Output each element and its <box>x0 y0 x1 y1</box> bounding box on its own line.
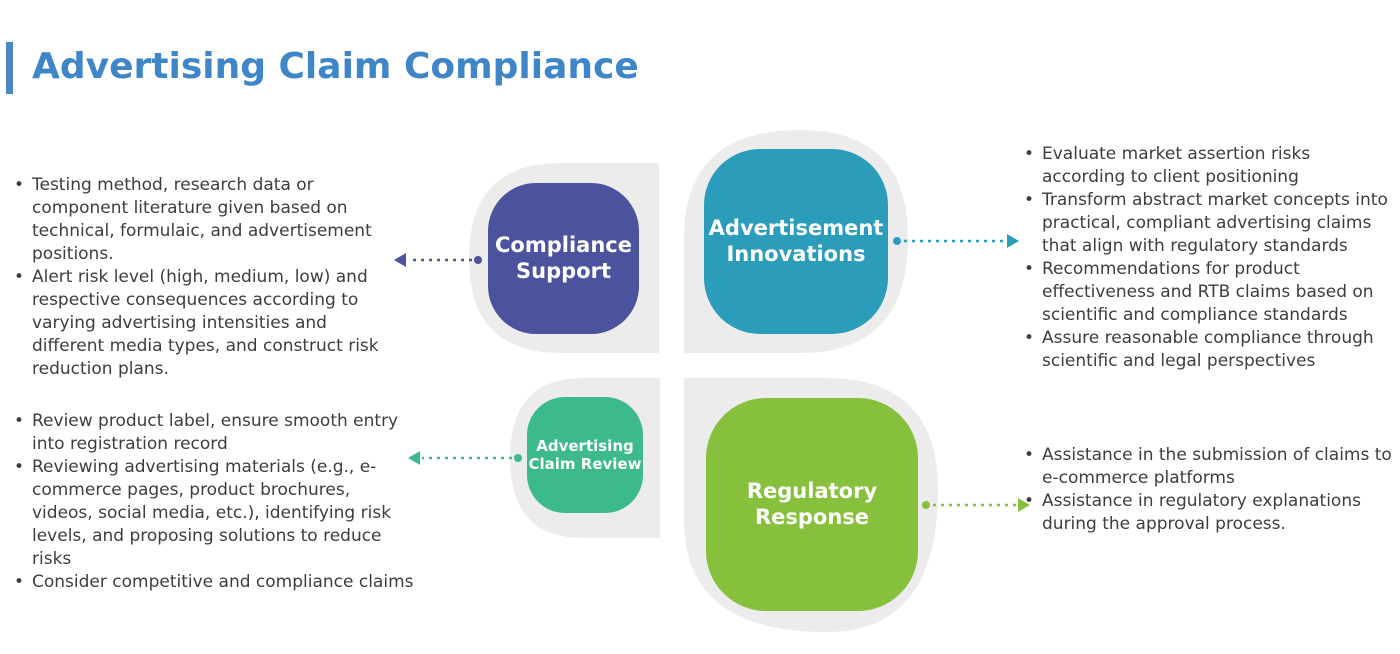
list-item: Alert risk level (high, medium, low) and… <box>14 266 396 381</box>
advertising-claim-review-label: Advertising Claim Review <box>528 437 642 473</box>
advertisement-innovations-tile <box>704 149 888 334</box>
list-item: Testing method, research data or compone… <box>14 174 396 266</box>
advertising-claim-review-list: Review product label, ensure smooth entr… <box>14 410 414 594</box>
list-item: Consider competitive and compliance clai… <box>14 571 414 594</box>
list-item: Review product label, ensure smooth entr… <box>14 410 414 456</box>
advertising-claim-review-tile <box>527 397 643 513</box>
list-item: Assistance in the submission of claims t… <box>1024 444 1396 490</box>
advertisement-innovations-list: Evaluate market assertion risks accordin… <box>1024 143 1396 373</box>
regulatory-response-list: Assistance in the submission of claims t… <box>1024 444 1396 536</box>
regulatory-response-arrow <box>922 498 1030 512</box>
advertisement-innovations-arrow <box>893 234 1019 248</box>
advertising-claim-review-arrow <box>408 451 522 465</box>
list-item: Reviewing advertising materials (e.g., e… <box>14 456 414 571</box>
compliance-support-label: Compliance Support <box>495 233 632 283</box>
compliance-support-arrow <box>394 253 482 267</box>
regulatory-response-tile <box>706 398 918 611</box>
list-item: Assure reasonable compliance through sci… <box>1024 327 1396 373</box>
list-item: Evaluate market assertion risks accordin… <box>1024 143 1396 189</box>
compliance-support-tile <box>488 183 639 334</box>
page-title: Advertising Claim Compliance <box>32 46 639 87</box>
regulatory-response-label: Regulatory Response <box>746 479 878 529</box>
list-item: Recommendations for product effectivenes… <box>1024 258 1396 327</box>
list-item: Assistance in regulatory explanations du… <box>1024 490 1396 536</box>
compliance-support-list: Testing method, research data or compone… <box>14 174 396 381</box>
advertisement-innovations-label: Advertisement Innovations <box>708 216 884 266</box>
title-accent-bar <box>6 42 13 94</box>
list-item: Transform abstract market concepts into … <box>1024 189 1396 258</box>
